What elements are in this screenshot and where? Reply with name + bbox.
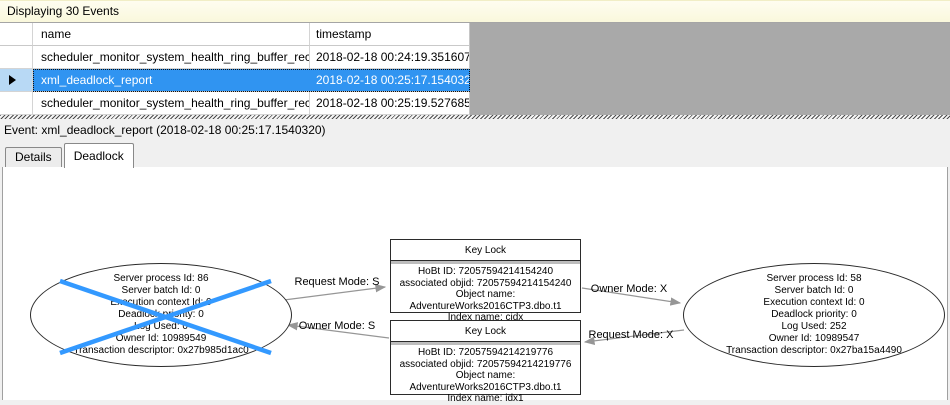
edge-owner-x-arrow: [581, 287, 682, 306]
node-text-line: Deadlock priority: 0: [118, 309, 204, 320]
grid-detail-splitter[interactable]: [0, 115, 950, 119]
detail-tabstrip: Details Deadlock: [0, 142, 950, 168]
process-node: Server process Id: 58 Server batch Id: 0…: [683, 263, 945, 367]
resource-node-key-lock-top: Key Lock HoBt ID: 72057594214154240 asso…: [390, 239, 581, 323]
node-text-line: Owner Id: 10989549: [115, 333, 207, 344]
tab-deadlock[interactable]: Deadlock: [63, 143, 134, 168]
node-text-line: HoBt ID: 72057594214154240: [417, 266, 554, 277]
edge-request-s-arrow: [283, 284, 387, 301]
events-count-bar: Displaying 30 Events: [0, 0, 950, 23]
row-selector-cell[interactable]: [0, 46, 33, 69]
current-event-caption: Event: xml_deadlock_report (2018-02-18 0…: [0, 119, 950, 142]
node-text-line: Index name: cidx: [447, 312, 524, 323]
node-text-line: Server process Id: 86: [113, 273, 209, 284]
node-text-line: associated objid: 72057594214154240: [399, 277, 572, 289]
column-header-name[interactable]: name: [33, 23, 310, 46]
node-text-line: Deadlock priority: 0: [771, 309, 857, 320]
edge-label-request-x: Request Mode: X: [588, 329, 674, 341]
event-name-cell[interactable]: scheduler_monitor_system_health_ring_buf…: [33, 46, 310, 69]
table-row[interactable]: scheduler_monitor_system_health_ring_buf…: [0, 46, 470, 69]
resource-node-key-lock-bottom: Key Lock HoBt ID: 72057594214219776 asso…: [390, 320, 581, 404]
node-text-line: Log Used: 252: [781, 321, 847, 332]
lock-node-title: Key Lock: [391, 321, 580, 342]
event-timestamp-cell[interactable]: 2018-02-18 00:25:19.5276859: [310, 92, 470, 115]
node-text-line: Execution context Id: 0: [110, 297, 212, 308]
tab-details[interactable]: Details: [5, 147, 62, 167]
column-header-timestamp[interactable]: timestamp: [310, 23, 470, 46]
node-text-line: Log Used: 0: [134, 321, 188, 332]
row-selector-cell[interactable]: [0, 92, 33, 115]
node-text-line: Owner Id: 10989547: [768, 333, 860, 344]
edge-label-owner-x: Owner Mode: X: [590, 283, 668, 295]
node-text-line: Transaction descriptor: 0x27b985d1ac0: [73, 345, 249, 356]
event-name-cell[interactable]: scheduler_monitor_system_health_ring_buf…: [33, 92, 310, 115]
lock-node-separator: [391, 261, 580, 264]
current-row-arrow-icon: [9, 75, 16, 85]
events-grid[interactable]: name timestamp scheduler_monitor_system_…: [0, 23, 950, 115]
lock-node-title: Key Lock: [391, 240, 580, 261]
event-name-cell[interactable]: xml_deadlock_report: [33, 69, 310, 92]
edge-owner-s-arrow: [286, 322, 390, 339]
deadlock-graph-pane: Server process Id: 86 Server batch Id: 0…: [2, 166, 948, 404]
node-text-line: Server process Id: 58: [766, 273, 862, 284]
row-selector-cell[interactable]: [0, 69, 33, 92]
lock-node-separator: [391, 342, 580, 345]
event-timestamp-cell[interactable]: 2018-02-18 00:25:17.1540320: [310, 69, 470, 92]
node-text-line: HoBt ID: 72057594214219776: [417, 347, 554, 358]
node-text-line: Server batch Id: 0: [121, 285, 201, 296]
node-text-line: Transaction descriptor: 0x27ba15a4490: [726, 345, 902, 356]
table-row[interactable]: scheduler_monitor_system_health_ring_buf…: [0, 92, 470, 115]
node-text-line: Execution context Id: 0: [763, 297, 865, 308]
deadlock-edges-layer: [283, 284, 685, 346]
process-node-victim: Server process Id: 86 Server batch Id: 0…: [30, 263, 292, 367]
edge-request-x-arrow: [583, 329, 685, 346]
table-row-selected[interactable]: xml_deadlock_report 2018-02-18 00:25:17.…: [0, 69, 470, 92]
node-text-line: Object name: AdventureWorks2016CTP3.dbo.…: [409, 370, 562, 393]
node-text-line: associated objid: 72057594214219776: [399, 358, 572, 370]
edge-label-request-s: Request Mode: S: [294, 276, 380, 288]
node-text-line: Index name: idx1: [447, 393, 524, 404]
grid-header-row: name timestamp: [0, 23, 470, 46]
edge-label-owner-s: Owner Mode: S: [298, 320, 376, 332]
node-text-line: Object name: AdventureWorks2016CTP3.dbo.…: [409, 289, 562, 312]
node-text-line: Server batch Id: 0: [774, 285, 854, 296]
row-selector-header: [0, 23, 33, 46]
event-timestamp-cell[interactable]: 2018-02-18 00:24:19.3516078: [310, 46, 470, 69]
